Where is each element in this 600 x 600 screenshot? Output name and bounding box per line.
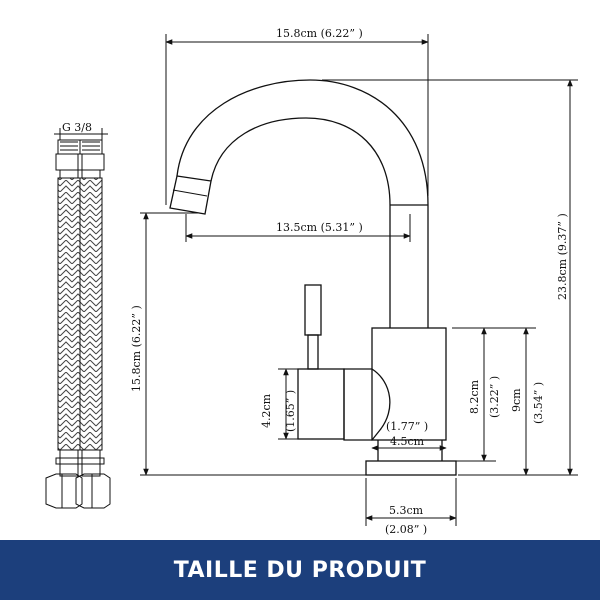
- footer-title: TAILLE DU PRODUIT: [173, 557, 427, 583]
- spout-inner: [210, 117, 391, 328]
- dim-body-height-cm: 8.2cm: [468, 379, 481, 414]
- supply-hoses: G 3/8: [45, 121, 111, 509]
- handle-lever: [304, 284, 322, 336]
- dim-spout-reach: 13.5cm (5.31” ): [276, 221, 363, 234]
- faucet-body: [371, 327, 447, 441]
- right-hose: [77, 139, 105, 477]
- dim-body-to-base-in: (3.54” ): [532, 382, 545, 424]
- dim-body-width-in: (1.77” ): [386, 420, 428, 433]
- base-plate: [365, 460, 457, 476]
- hose-fitting-label: G 3/8: [62, 121, 92, 134]
- dim-spout-height: 15.8cm (6.22” ): [130, 305, 143, 392]
- dim-body-height-in: (3.22” ): [488, 376, 501, 418]
- aerator: [169, 175, 212, 215]
- spout-outer: [176, 79, 429, 328]
- left-hose: [55, 139, 83, 477]
- faucet: [169, 79, 457, 476]
- dim-total-height: 23.8cm (9.37” ): [556, 213, 569, 300]
- dim-base-width-cm: 5.3cm: [389, 504, 424, 517]
- dim-handle-height-in: (1.65” ): [284, 390, 297, 432]
- hose-nuts: [45, 473, 111, 509]
- footer-banner: TAILLE DU PRODUIT: [0, 540, 600, 600]
- faucet-dimension-diagram: G 3/8: [45, 27, 578, 536]
- dimensions: 15.8cm (6.22” ) 13.5cm (5.31” ) 23.8cm (…: [130, 27, 578, 536]
- dim-top-width: 15.8cm (6.22” ): [276, 27, 363, 40]
- dim-body-to-base-cm: 9cm: [510, 388, 523, 412]
- dim-handle-height-cm: 4.2cm: [260, 393, 273, 428]
- handle-base: [297, 368, 345, 440]
- dim-base-width-in: (2.08” ): [385, 523, 427, 536]
- dim-body-width-cm: 4.5cm: [390, 435, 425, 448]
